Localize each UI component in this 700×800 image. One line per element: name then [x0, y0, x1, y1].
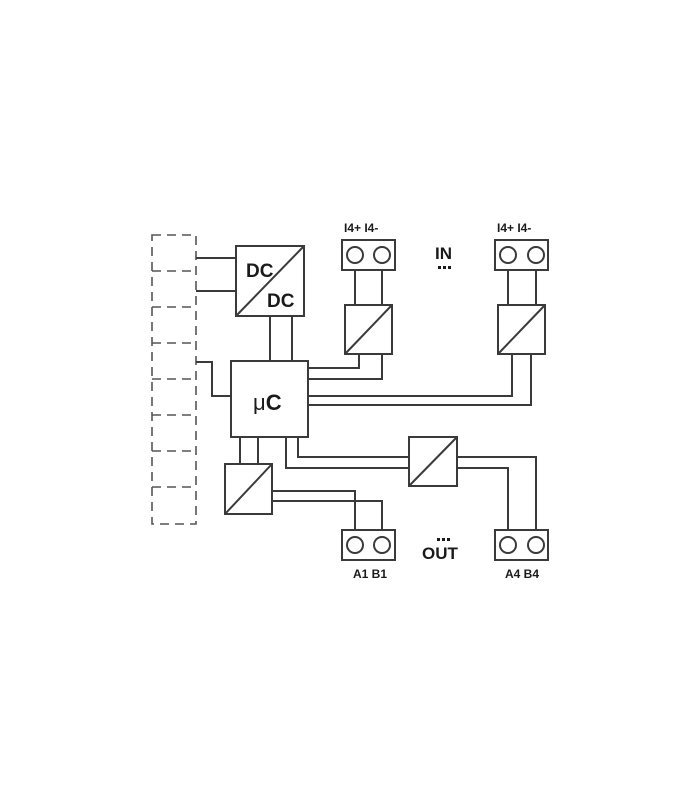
output-isolator-4 — [408, 436, 458, 487]
wire-isolator-out4-to-terminal — [457, 456, 537, 530]
in-label: IN — [435, 244, 452, 263]
output-terminal-block-1 — [341, 529, 396, 561]
wire-in4-terminal-to-isolator — [507, 270, 537, 305]
in4-terminal-label: I4+ I4- — [497, 221, 531, 235]
out-label: OUT — [422, 544, 459, 563]
wire-in1-terminal-to-isolator — [354, 270, 383, 305]
in-dots — [438, 266, 451, 269]
input-terminal-block-4 — [494, 239, 549, 271]
input-terminal-block-1 — [341, 239, 396, 271]
mc-label: μC — [253, 390, 282, 415]
wire-mc-to-isolator-out4 — [285, 437, 409, 469]
dc-dc-converter: DC DC — [235, 245, 305, 317]
dc-top-label: DC — [246, 261, 274, 282]
wire-isolator4-to-mc — [308, 354, 532, 406]
out1-terminal-label: A1 B1 — [353, 567, 387, 581]
terminal-strip — [151, 234, 197, 525]
wire-isolator-out1-to-terminal — [272, 490, 383, 530]
output-terminal-block-4 — [494, 529, 549, 561]
out4-terminal-label: A4 B4 — [505, 567, 539, 581]
input-isolator-1 — [344, 304, 393, 355]
in1-terminal-label: I4+ I4- — [344, 221, 378, 235]
output-isolator-1 — [224, 463, 273, 515]
wire-isolator1-to-mc — [308, 354, 383, 380]
microcontroller: μC — [230, 360, 309, 438]
wire-mc-to-isolator-out1 — [239, 437, 259, 464]
out-dots — [437, 538, 450, 541]
input-isolator-4 — [497, 304, 546, 355]
dc-bottom-label: DC — [267, 291, 295, 312]
wire-dc-to-mc — [269, 316, 293, 361]
wire-strip-to-mc — [196, 361, 231, 397]
